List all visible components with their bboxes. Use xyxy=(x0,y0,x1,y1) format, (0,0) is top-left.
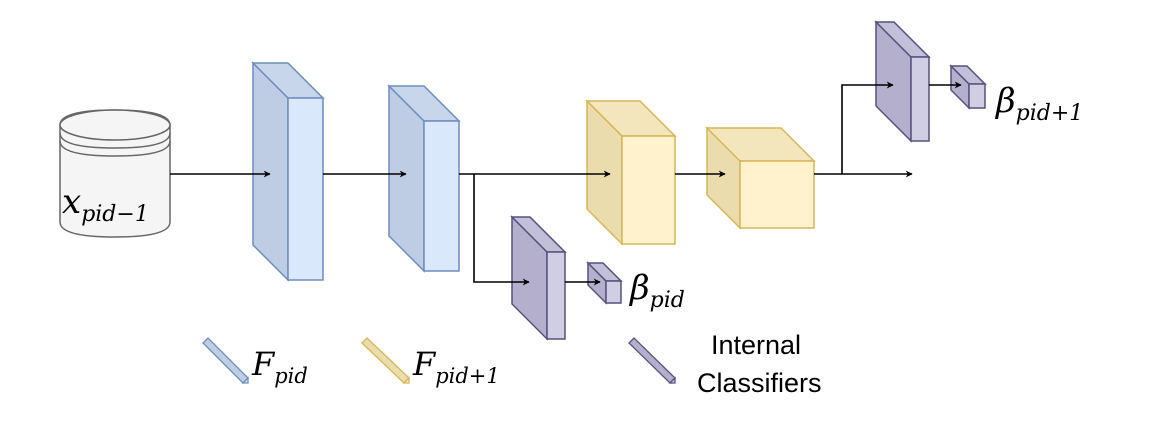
legend-fpid-next-swatch xyxy=(361,337,410,384)
legend-classifiers-line2: Classifiers xyxy=(697,368,822,398)
legend-fpid-swatch xyxy=(202,337,249,384)
input-label: xpid−1 xyxy=(62,182,149,227)
beta-pid-next-label: βpid+1 xyxy=(994,81,1083,126)
internal-classifier-2-output xyxy=(949,64,987,110)
internal-classifier-1 xyxy=(510,215,567,341)
legend-classifiers-swatch xyxy=(628,337,676,384)
connections xyxy=(170,81,962,286)
legend-fpid: Fpid xyxy=(202,337,308,388)
fpid-block-1 xyxy=(251,61,325,282)
legend-fpid-next-label: Fpid+1 xyxy=(412,345,500,388)
fpid-next-block-2 xyxy=(705,126,816,230)
fpid-next-block-1 xyxy=(585,99,677,246)
legend-fpid-label: Fpid xyxy=(251,345,308,388)
beta-pid-label: βpid xyxy=(628,268,685,313)
arrow-branch-to-classifier1 xyxy=(473,174,530,286)
fpid-block-2 xyxy=(387,84,461,273)
legend-fpid-next: Fpid+1 xyxy=(361,337,500,388)
internal-classifier-1-output xyxy=(586,261,623,305)
legend-classifiers-line1: Internal xyxy=(711,330,801,360)
internal-classifier-2 xyxy=(874,20,931,143)
legend-classifiers: Internal Classifiers xyxy=(628,330,822,398)
arrow-branch-to-classifier2 xyxy=(841,81,894,174)
legend: Fpid Fpid+1 Internal Classifiers xyxy=(202,330,822,398)
input-database: xpid−1 xyxy=(59,109,171,238)
